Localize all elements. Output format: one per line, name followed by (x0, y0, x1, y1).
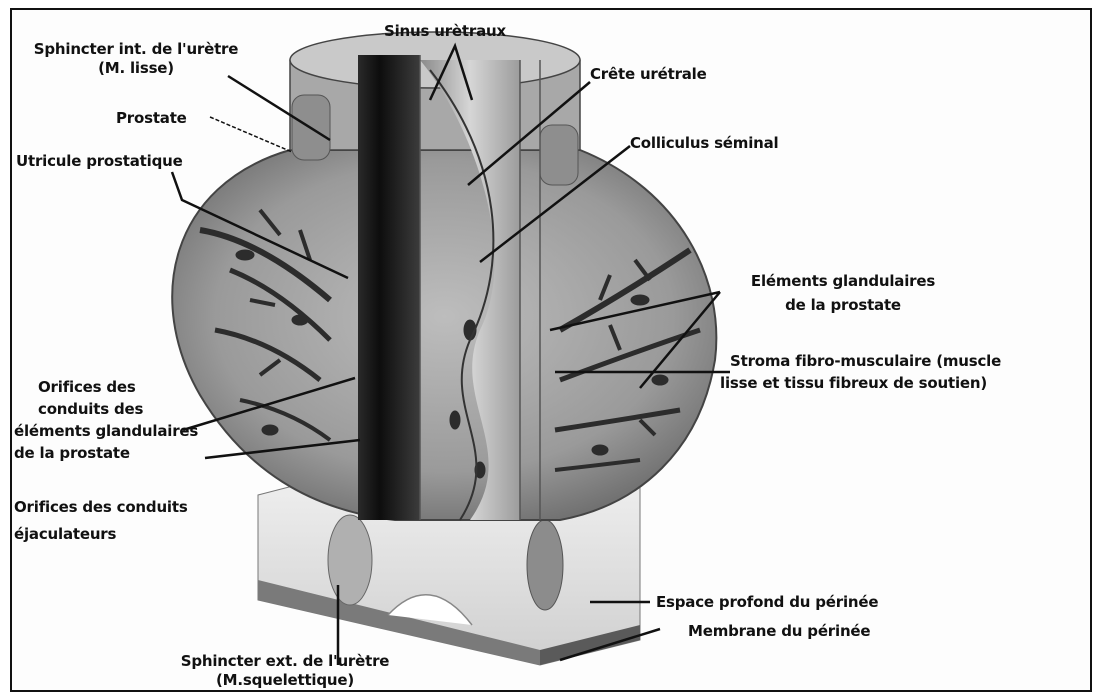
label-elements-glandulaires-line1: Eléments glandulaires (728, 272, 958, 291)
label-stroma-line1: Stroma fibro-musculaire (muscle (730, 352, 1001, 371)
label-sphincter-ext-line2: (M.squelettique) (150, 671, 420, 690)
label-stroma-line2: lisse et tissu fibreux de soutien) (720, 374, 1001, 393)
label-sinus-uretraux: Sinus urètraux (384, 22, 506, 41)
label-sphincter-ext: Sphincter ext. de l'urètre (M.squelettiq… (150, 652, 420, 690)
label-orifices-conduits-line2: conduits des (38, 400, 198, 419)
label-orifices-ejac-line1: Orifices des conduits (14, 498, 188, 517)
label-elements-glandulaires-line2: de la prostate (728, 296, 958, 315)
label-orifices-conduits-line3: éléments glandulaires (14, 422, 198, 441)
label-sphincter-int-line2: (M. lisse) (26, 59, 246, 78)
label-sphincter-int-line1: Sphincter int. de l'urètre (26, 40, 246, 59)
label-stroma: Stroma fibro-musculaire (muscle lisse et… (730, 352, 1001, 393)
label-orifices-ejaculateurs: Orifices des conduits éjaculateurs (14, 498, 188, 544)
label-sphincter-int: Sphincter int. de l'urètre (M. lisse) (26, 40, 246, 78)
label-orifices-conduits-line1: Orifices des (38, 378, 198, 397)
label-utricule-prostatique: Utricule prostatique (16, 152, 183, 171)
label-elements-glandulaires: Eléments glandulaires de la prostate (728, 272, 958, 315)
label-membrane-perinee: Membrane du périnée (688, 622, 870, 641)
label-orifices-conduits-line4: de la prostate (14, 444, 198, 463)
label-espace-profond: Espace profond du périnée (656, 593, 878, 612)
prostate-body (172, 32, 716, 520)
label-orifices-ejac-line2: éjaculateurs (14, 525, 188, 544)
label-sphincter-ext-line1: Sphincter ext. de l'urètre (150, 652, 420, 671)
label-crete-uretrale: Crête urétrale (590, 65, 707, 84)
label-prostate: Prostate (116, 109, 187, 128)
label-orifices-conduits: Orifices des conduits des éléments gland… (14, 378, 198, 463)
label-colliculus-seminal: Colliculus séminal (630, 134, 779, 153)
